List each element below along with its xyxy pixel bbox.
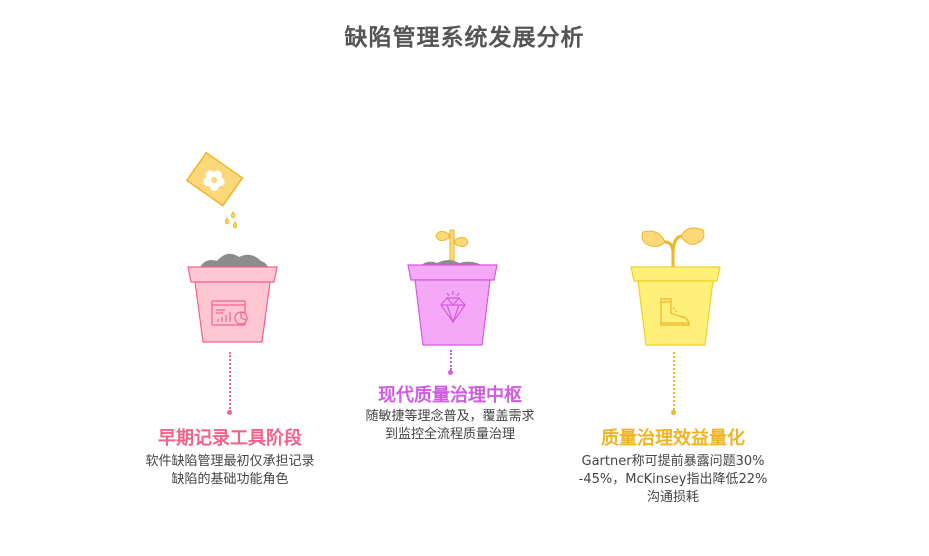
boot-icon [660, 298, 690, 326]
connector-line [229, 352, 231, 412]
dashboard-chart-icon [211, 300, 248, 326]
stage-description: Gartner称可提前暴露问题30% -45%，McKinsey指出降低22% … [578, 454, 768, 505]
flower-pot [187, 253, 278, 343]
page-title: 缺陷管理系统发展分析 [344, 25, 585, 51]
stage-title: 现代质量治理中枢 [378, 385, 522, 406]
diamond-icon [440, 291, 466, 324]
stage-description: 软件缺陷管理最初仅承担记录 缺陷的基础功能角色 [145, 454, 315, 487]
connector-dot [448, 370, 453, 375]
stage-description: 随敏捷等理念普及，覆盖需求 到监控全流程质量治理 [365, 409, 535, 442]
stage-title: 早期记录工具阶段 [158, 428, 302, 449]
connector-dot [227, 410, 232, 415]
flower-pot [407, 260, 498, 346]
connector-line [450, 350, 452, 370]
seed-packet-icon [185, 151, 244, 229]
connector-dot [671, 410, 676, 415]
sprout-icon [435, 229, 469, 267]
connector-line [673, 352, 675, 410]
seedling-leaves-icon [641, 227, 705, 270]
flower-pot [630, 266, 721, 346]
stage-title: 质量治理效益量化 [601, 428, 745, 449]
